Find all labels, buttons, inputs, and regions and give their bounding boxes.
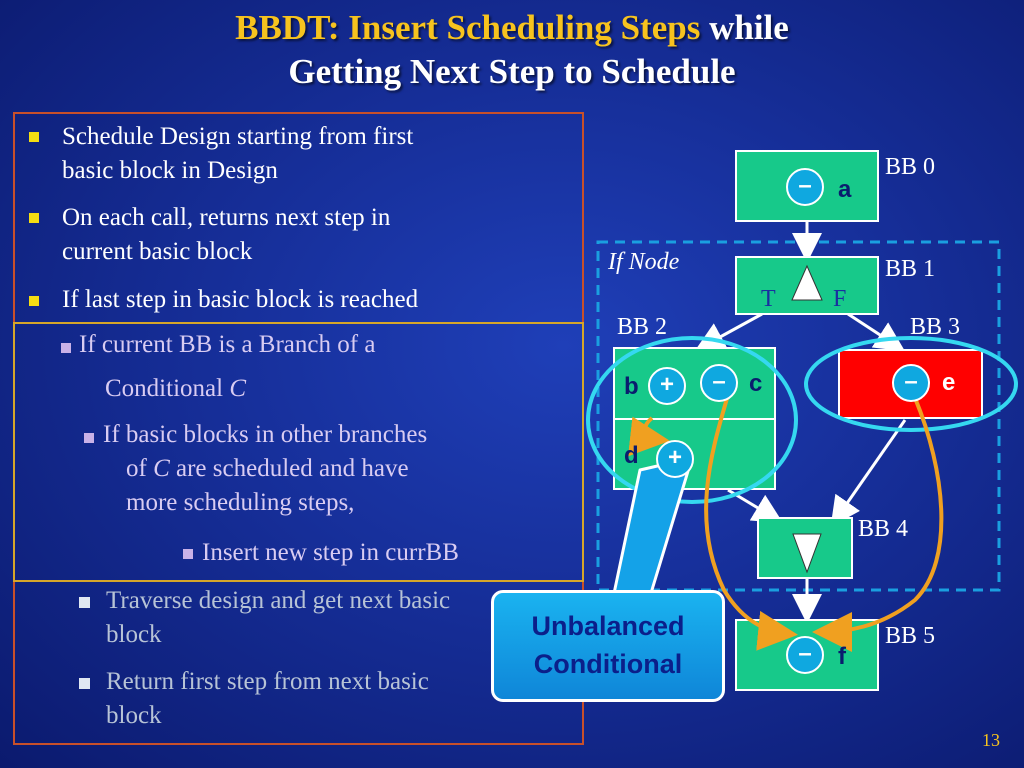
square-bullet-icon	[29, 296, 39, 306]
if-node-label: If Node	[608, 249, 680, 275]
square-bullet-icon	[29, 132, 39, 142]
highlighted-bullet-frame	[13, 322, 584, 582]
bullet-1: Schedule Design starting from first basi…	[62, 123, 414, 184]
var-f: f	[838, 643, 846, 670]
bullet-3: If last step in basic block is reached	[62, 286, 419, 313]
operation-c: –	[700, 364, 738, 402]
operation-f: –	[786, 636, 824, 674]
bb5-label: BB 5	[885, 623, 936, 649]
square-bullet-icon	[79, 597, 90, 608]
var-c: c	[749, 370, 763, 397]
title-line-2: Getting Next Step to Schedule	[288, 52, 736, 91]
var-b: b	[624, 373, 639, 400]
var-d: d	[624, 442, 639, 469]
square-bullet-icon	[84, 433, 94, 443]
title-while: while	[700, 8, 789, 47]
bb4-label: BB 4	[858, 516, 909, 542]
bullet-2: On each call, returns next step in curre…	[62, 204, 391, 265]
bb0-label: BB 0	[885, 154, 936, 180]
slide-title: BBDT: Insert Scheduling Steps while Gett…	[0, 6, 1024, 94]
branch-false-label: F	[833, 286, 847, 312]
var-e: e	[942, 369, 956, 396]
bb2-block-top	[613, 347, 776, 420]
square-bullet-icon	[79, 678, 90, 689]
edge-bb3-bb4	[830, 419, 907, 527]
branch-true-label: T	[761, 286, 776, 312]
square-bullet-icon	[29, 213, 39, 223]
square-bullet-icon	[183, 549, 193, 559]
bb2-highlight-ring	[586, 336, 798, 504]
title-highlight: Insert Scheduling Steps	[348, 8, 701, 47]
square-bullet-icon	[61, 343, 71, 353]
dim-bullet-2: Return first step from next basic block	[106, 668, 429, 729]
schedule-arrow-b-d	[627, 416, 670, 457]
sub-bullet-2: If basic blocks in other branches of C a…	[103, 421, 428, 516]
operation-a: –	[786, 168, 824, 206]
operation-b: +	[648, 367, 686, 405]
sub-bullet-3: Insert new step in currBB	[202, 539, 459, 566]
schedule-arrow-e-f	[812, 397, 944, 652]
dim-bullet-1: Traverse design and get next basic block	[106, 587, 451, 648]
unbalanced-conditional-callout: Unbalanced Conditional	[491, 590, 725, 702]
page-number: 13	[982, 730, 1000, 750]
schedule-arrow-c-f	[704, 394, 798, 651]
var-a: a	[838, 176, 852, 203]
bb3-highlight-ring	[804, 336, 1018, 432]
edge-bb1-bb3	[847, 312, 906, 352]
bb3-label: BB 3	[910, 314, 961, 340]
bb2-label: BB 2	[617, 314, 668, 340]
triangle-down-icon	[792, 533, 822, 574]
edge-bb1-bb2	[694, 312, 763, 351]
sub-bullet-1: If current BB is a Branch of a Condition…	[79, 331, 376, 402]
triangle-up-icon	[791, 264, 823, 301]
operation-d: +	[656, 440, 694, 478]
title-bbdt: BBDT:	[235, 8, 349, 47]
operation-e: –	[892, 364, 930, 402]
bb1-label: BB 1	[885, 256, 936, 282]
